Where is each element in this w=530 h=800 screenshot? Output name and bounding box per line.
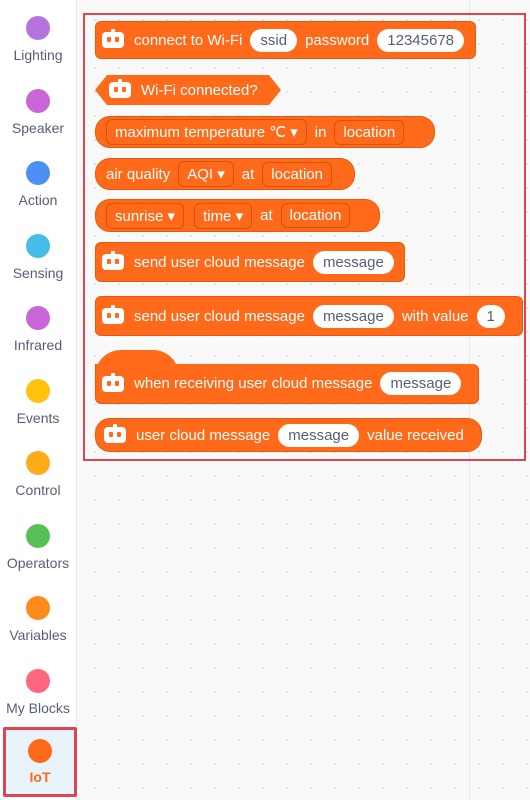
connect-wifi-block[interactable]: connect to Wi-Fi ssid password 12345678 [95,21,476,59]
robot-icon [104,424,126,443]
cloud-message-value-block[interactable]: user cloud message message value receive… [95,418,482,452]
category-label: Action [18,192,58,208]
category-label: Operators [6,555,70,571]
category-speaker[interactable]: Speaker [2,85,74,151]
air-quality-block[interactable]: air quality AQI ▾ at location [95,158,355,190]
iot-dot-icon [28,739,52,763]
block-text: when receiving user cloud message [134,375,373,392]
robot-icon [102,372,124,392]
category-label: My Blocks [6,700,70,716]
category-sensing[interactable]: Sensing [2,230,74,296]
aqi-dropdown[interactable]: AQI ▾ [178,161,234,187]
category-label: Variables [9,627,67,643]
when-receiving-message-block[interactable]: when receiving user cloud message messag… [95,364,479,404]
block-text: at [241,165,255,183]
wifi-connected-block[interactable]: Wi-Fi connected? [95,75,281,105]
block-text: value received [367,426,464,444]
location-dropdown[interactable]: location [262,161,332,187]
category-label: Lighting [13,47,63,63]
operators-dot-icon [26,524,50,548]
robot-icon [102,251,124,270]
message-input[interactable]: message [278,423,360,447]
category-sidebar: Lighting Speaker Action Sensing Infrared… [0,0,77,800]
block-text: with value [401,307,469,325]
send-cloud-message-value-block[interactable]: send user cloud message message with val… [95,296,523,336]
category-label: Sensing [12,265,64,281]
robot-icon [109,82,131,98]
block-text: at [260,207,273,224]
send-cloud-message-block[interactable]: send user cloud message message [95,242,405,282]
category-iot[interactable]: IoT [3,727,77,797]
block-text: send user cloud message [134,307,305,325]
sensing-dot-icon [26,234,50,258]
weather-type-dropdown[interactable]: maximum temperature ℃ ▾ [106,119,307,145]
message-input[interactable]: message [312,250,394,274]
speaker-dot-icon [26,89,50,113]
robot-icon [102,305,124,324]
sun-event-dropdown[interactable]: sunrise ▾ [106,202,185,229]
block-text: Wi-Fi connected? [141,81,258,99]
highlight-box [83,13,526,461]
category-control[interactable]: Control [2,447,74,513]
category-action[interactable]: Action [2,157,74,223]
lighting-dot-icon [26,16,50,40]
password-input[interactable]: 12345678 [377,28,465,52]
events-dot-icon [26,379,50,403]
message-input[interactable]: message [312,304,394,328]
infrared-dot-icon [26,306,50,330]
block-text: in [314,123,327,141]
location-dropdown[interactable]: location [280,203,351,228]
sunrise-time-block[interactable]: sunrise ▾ time ▾ at location [95,199,380,232]
block-text: user cloud message [136,426,271,444]
block-text: send user cloud message [134,253,305,271]
category-label: Infrared [13,337,63,353]
block-text: password [305,31,370,49]
category-events[interactable]: Events [2,375,74,441]
time-dropdown[interactable]: time ▾ [194,202,253,229]
category-infrared[interactable]: Infrared [2,302,74,368]
category-lighting[interactable]: Lighting [2,12,74,78]
block-text: connect to Wi-Fi [134,31,243,49]
category-my-blocks[interactable]: My Blocks [2,665,74,731]
control-dot-icon [26,451,50,475]
category-label: IoT [29,769,51,785]
robot-icon [102,29,124,48]
category-label: Control [15,482,61,498]
block-text: air quality [106,165,171,183]
ssid-input[interactable]: ssid [250,28,298,52]
variables-dot-icon [26,596,50,620]
category-operators[interactable]: Operators [2,520,74,586]
location-dropdown[interactable]: location [334,119,405,145]
value-input[interactable]: 1 [476,304,505,328]
category-label: Events [16,410,60,426]
message-input[interactable]: message [380,372,462,395]
category-variables[interactable]: Variables [2,592,74,658]
max-temperature-block[interactable]: maximum temperature ℃ ▾ in location [95,116,435,148]
my-blocks-dot-icon [26,669,50,693]
category-label: Speaker [11,120,65,136]
action-dot-icon [26,161,50,185]
